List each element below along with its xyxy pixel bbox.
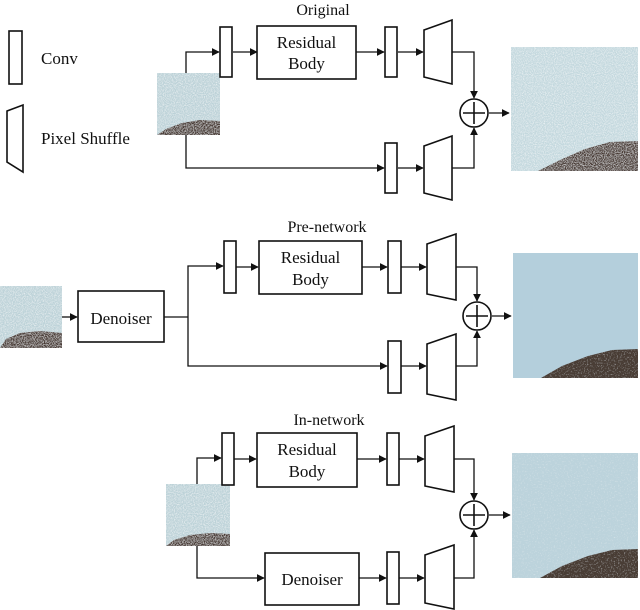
legend: Conv Pixel Shuffle (6, 30, 130, 174)
pixel-shuffle-block (424, 424, 455, 493)
conv-block (219, 26, 233, 78)
pixel-shuffle-block (423, 134, 453, 202)
conv-block (387, 240, 402, 294)
legend-pixel-shuffle-symbol (6, 103, 24, 174)
residual-body-block (258, 240, 363, 295)
legend-conv-label: Conv (41, 49, 78, 68)
section-in-network: In-network Residual Body Denoiser (166, 412, 638, 610)
residual-body-label-line2: Body (289, 462, 326, 481)
denoiser-label: Denoiser (90, 309, 152, 328)
output-image (512, 453, 638, 578)
conv-block (387, 340, 402, 394)
residual-body-label-line1: Residual (281, 248, 341, 267)
section-original: Original Residual Body (157, 2, 638, 202)
section-title: Original (296, 2, 350, 19)
pixel-shuffle-block (426, 332, 457, 401)
pixel-shuffle-block (423, 18, 453, 86)
residual-body-label-line2: Body (292, 270, 329, 289)
section-pre-network: Pre-network Denoiser Residual Body (0, 219, 638, 401)
section-title: In-network (293, 412, 364, 429)
residual-body-label-line2: Body (288, 54, 325, 73)
output-image (513, 253, 638, 378)
residual-body-block (256, 432, 358, 488)
pixel-shuffle-block (426, 232, 457, 301)
noisy-input-image (157, 73, 220, 135)
conv-block (386, 551, 400, 605)
conv-block (384, 26, 398, 78)
pixel-shuffle-block (424, 543, 455, 610)
add-icon (462, 301, 492, 331)
residual-body-label-line1: Residual (277, 440, 337, 459)
denoiser-block (77, 290, 165, 343)
denoiser-block (264, 552, 360, 606)
add-icon (459, 98, 489, 128)
conv-block (384, 142, 398, 194)
noisy-input-image (166, 484, 230, 546)
conv-block (223, 240, 237, 294)
noisy-input-image (0, 286, 62, 348)
output-image (511, 47, 638, 171)
residual-body-block (256, 25, 357, 80)
legend-pixel-shuffle-label: Pixel Shuffle (41, 129, 130, 148)
section-title: Pre-network (287, 219, 366, 236)
conv-block (386, 432, 400, 486)
conv-block (221, 432, 235, 486)
residual-body-label-line1: Residual (277, 33, 337, 52)
denoiser-label: Denoiser (281, 570, 343, 589)
legend-conv-symbol (8, 30, 23, 85)
add-icon (459, 500, 489, 530)
